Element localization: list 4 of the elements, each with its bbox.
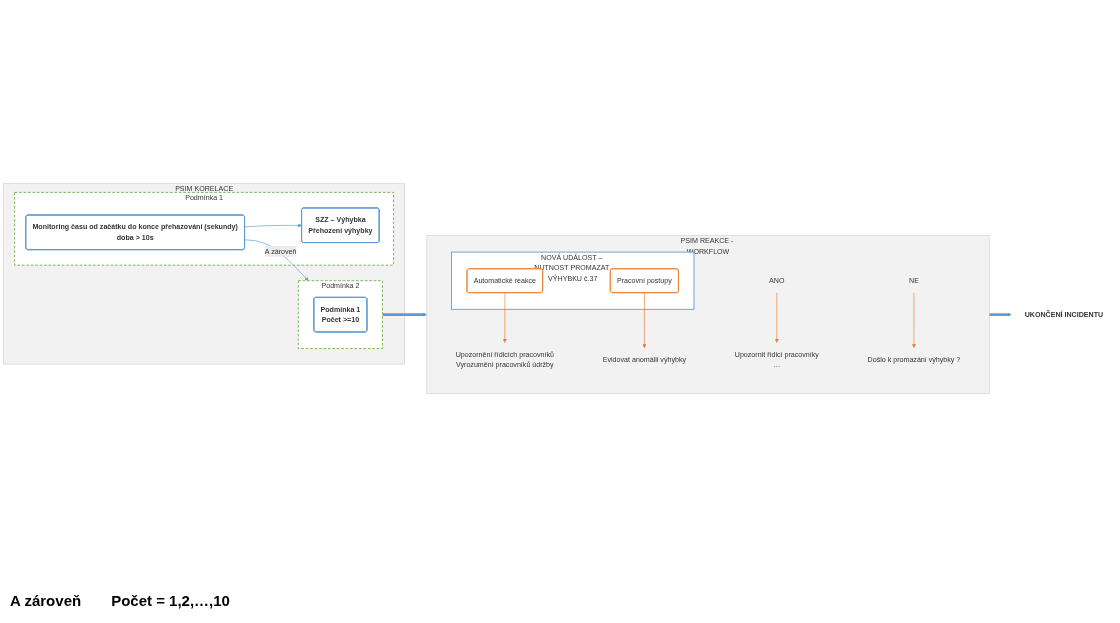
note-text: Počet = 1,2,…,10: [111, 591, 230, 609]
arrow: [989, 313, 1012, 317]
note-text: A zároveň: [10, 591, 82, 609]
arrow: [382, 313, 428, 317]
